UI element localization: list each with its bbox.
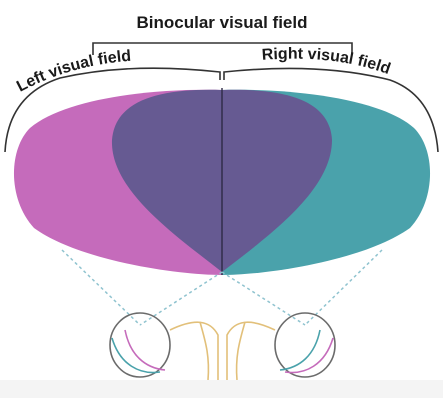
left-eye [110, 313, 170, 377]
svg-text:Right visual field: Right visual field [261, 46, 392, 78]
right-eye [275, 313, 335, 377]
binocular-visual-field-label: Binocular visual field [137, 13, 308, 32]
bottom-strip [0, 380, 443, 398]
left-visual-field-label: Left visual field [14, 48, 132, 96]
right-visual-field-label: Right visual field [261, 46, 392, 78]
svg-text:Left visual field: Left visual field [14, 48, 132, 96]
optic-pathway [170, 322, 275, 380]
